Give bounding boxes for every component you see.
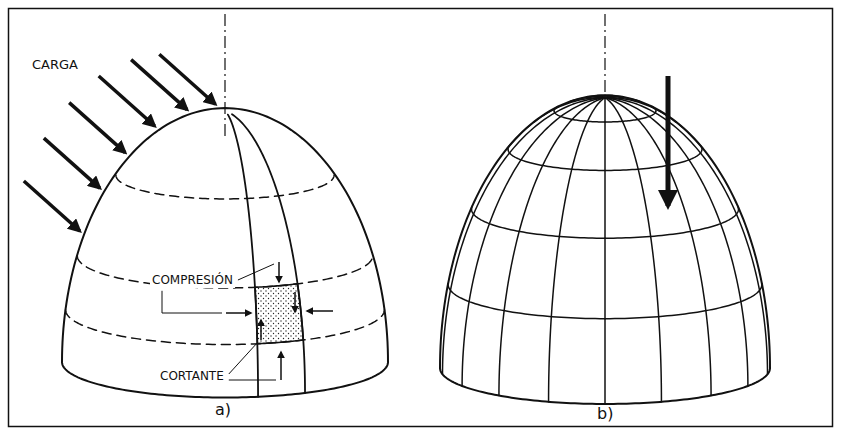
shear-arrow [280,352,282,380]
meridian-rib [605,98,703,149]
load-label: CARGA [30,58,80,73]
subfigure-label: a) [213,401,233,419]
shell-dome-a [24,14,388,398]
meridian-strip [228,115,258,397]
load-arrow [99,76,155,126]
meridian-rib [605,98,661,402]
latitude-ring [605,206,738,238]
leader-line [238,264,274,280]
latitude-ring [472,206,605,238]
load-arrow [131,60,187,110]
point-load-arrow [666,76,671,206]
shear-arrow [294,292,296,312]
meridian-rib [462,98,605,386]
compression-arrow [278,262,280,282]
shear-label: CORTANTE [158,370,226,384]
meridian-rib [605,98,711,396]
meridian-rib [499,98,605,396]
grid-dome-b [440,14,770,404]
leader-line [229,342,258,374]
meridian-rib [605,96,622,97]
meridian-rib [605,96,613,98]
leader-line [229,380,276,381]
dome-base [62,362,388,398]
latitude-dashed [66,310,385,345]
axis-line [604,14,605,98]
meridian-rib [604,98,606,404]
subfigure-label: b) [595,405,615,423]
compression-arrow [307,310,333,312]
compression-arrow [226,312,251,314]
meridian-strip [232,114,305,393]
dome-outline [62,108,388,362]
load-arrow [159,54,215,104]
meridian-rib [605,98,767,375]
meridian-rib [549,98,605,402]
load-arrow [69,103,125,153]
axis-line [224,14,225,140]
leader-line [162,291,222,313]
load-arrow [44,138,100,188]
latitude-dashed [77,256,372,288]
shell-element [255,284,303,344]
shear-arrow [260,320,262,340]
meridian-rib [605,97,640,101]
figure-frame [9,9,833,427]
meridian-rib [605,98,748,386]
latitude-dashed [116,175,334,199]
load-arrow [24,181,80,231]
compression-label: COMPRESIÓN [150,274,235,288]
